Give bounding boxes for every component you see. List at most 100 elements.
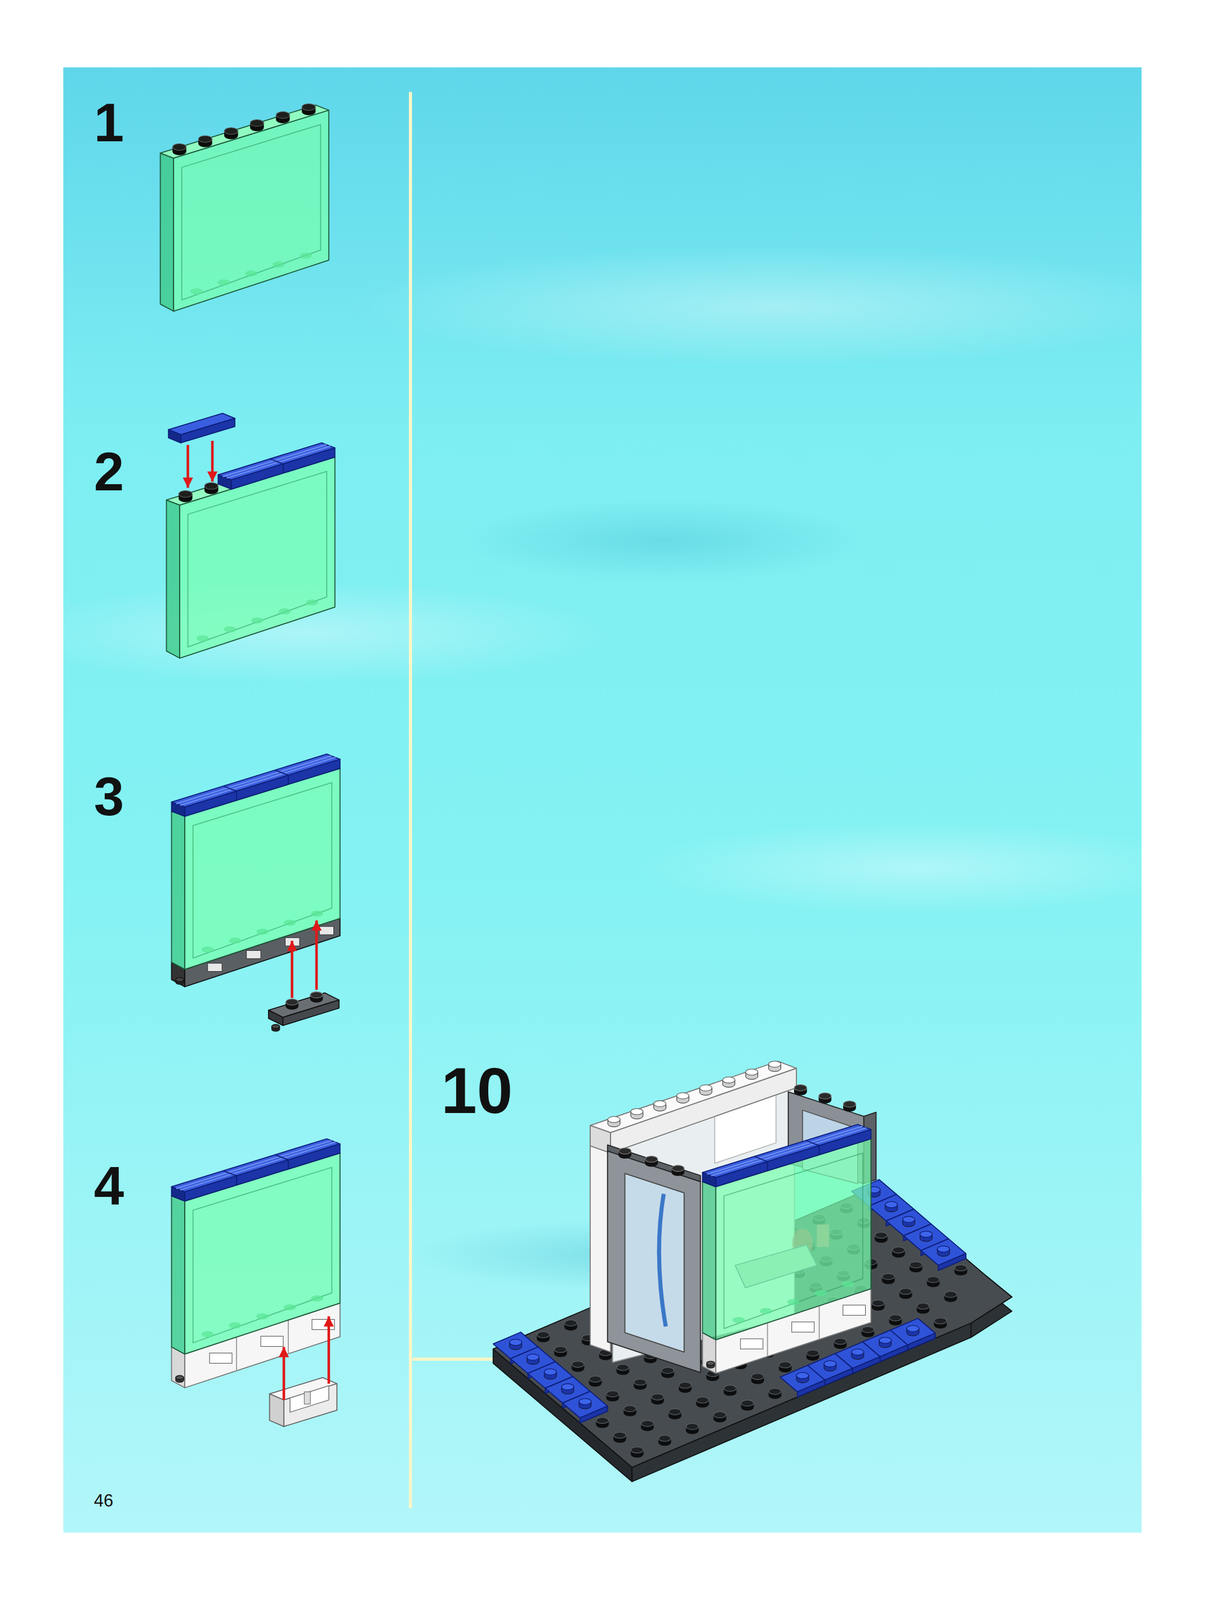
stud-top	[198, 135, 213, 143]
stud-top	[818, 1093, 832, 1100]
stud-top	[286, 999, 299, 1006]
bottom-stud	[310, 1295, 324, 1303]
bracket-slot	[304, 1392, 311, 1405]
clip-piece	[207, 963, 222, 973]
stud-top	[671, 1165, 685, 1173]
stud-top	[934, 1318, 947, 1325]
tile-groove	[180, 1142, 336, 1191]
glass-panel	[160, 103, 329, 312]
cloud	[633, 821, 1205, 914]
loose-tile	[168, 413, 235, 444]
bottom-stud	[283, 1304, 297, 1312]
stud-top	[310, 992, 323, 999]
tile-top	[702, 1124, 871, 1178]
stud-top	[613, 1432, 627, 1439]
stud-top	[596, 1418, 609, 1425]
stud-top	[630, 1447, 644, 1454]
glass-panel	[171, 754, 341, 987]
bottom-stud	[814, 1290, 827, 1297]
brick-seam	[818, 1306, 821, 1340]
stud-top	[722, 1077, 735, 1084]
stud-top	[561, 1384, 574, 1391]
stud-top	[861, 1326, 875, 1334]
tile-groove	[711, 1128, 867, 1176]
clip-piece	[209, 1353, 233, 1364]
bottom-stud	[732, 1317, 746, 1324]
door-handle	[658, 1194, 666, 1328]
red-arrow-line	[315, 920, 319, 991]
clip-piece	[246, 950, 261, 960]
stud-top	[526, 1354, 539, 1361]
bottom-stud	[201, 1331, 215, 1339]
stud-top	[881, 1273, 895, 1281]
bottom-stud	[217, 279, 231, 286]
stud-top	[741, 1400, 754, 1407]
stud-top	[668, 1409, 681, 1416]
step-number: 3	[94, 769, 124, 824]
bottom-stud	[196, 635, 209, 642]
stud-top	[916, 1303, 930, 1310]
stud-top	[275, 111, 290, 119]
stud-top	[906, 1325, 920, 1332]
panel-frame	[193, 782, 333, 959]
tile-seam	[287, 1160, 289, 1170]
stud-top	[699, 1085, 712, 1092]
stud-top	[875, 1232, 888, 1240]
panel-frame	[723, 1153, 863, 1330]
tile-seam	[269, 459, 284, 465]
stud-top	[205, 482, 219, 490]
bottom-stud	[310, 910, 324, 917]
step-number: 10	[440, 1059, 513, 1124]
stud-top	[768, 1388, 782, 1396]
tile-top	[171, 1139, 341, 1193]
tile-seam	[235, 1176, 238, 1186]
stud-top	[554, 1347, 567, 1354]
stud-top	[889, 1315, 902, 1322]
brick-seam	[287, 1320, 289, 1355]
loose-plate	[268, 992, 340, 1032]
bottom-stud	[305, 599, 319, 606]
stud-top	[564, 1320, 578, 1327]
stud-top	[885, 1201, 898, 1209]
tile-seam	[287, 775, 289, 785]
stud-top	[899, 1288, 912, 1295]
stud-top	[696, 1397, 709, 1404]
stud-top	[944, 1291, 957, 1299]
red-arrow-head	[278, 1347, 289, 1358]
red-arrow-head	[286, 941, 297, 952]
lego-parts	[160, 103, 1013, 1482]
red-arrow-head	[311, 920, 322, 931]
stud-top	[871, 1300, 885, 1307]
tile-groove	[226, 446, 331, 479]
stud-top	[851, 1349, 864, 1356]
bottom-stud	[228, 1322, 242, 1330]
bracket-front	[283, 1384, 337, 1428]
stud-top	[909, 1262, 922, 1269]
bottom-stud	[283, 919, 297, 926]
stud-top	[685, 1423, 699, 1430]
stud-top	[172, 143, 187, 151]
tile-seam	[754, 1156, 768, 1162]
panel-side	[702, 1182, 716, 1341]
panel-side	[166, 500, 181, 659]
stud-top	[902, 1217, 916, 1224]
panel-side	[171, 811, 186, 970]
stud-top	[794, 1085, 807, 1092]
stud-top	[607, 1116, 621, 1124]
tile-groove	[176, 1141, 332, 1189]
step-number: 1	[94, 95, 124, 150]
tile-seam	[282, 464, 284, 474]
panel-frame	[193, 1168, 333, 1344]
bottom-stud	[201, 946, 215, 953]
step-number: 2	[94, 444, 124, 499]
step-number: 4	[94, 1159, 124, 1214]
stud-top	[179, 491, 193, 498]
bottom-stud	[759, 1308, 773, 1315]
bottom-stud	[251, 617, 264, 625]
tile-seam	[818, 1146, 821, 1156]
tile-top	[171, 754, 341, 808]
stud-top	[653, 1101, 667, 1108]
red-arrow-head	[183, 477, 194, 488]
stud-top	[706, 1361, 716, 1366]
